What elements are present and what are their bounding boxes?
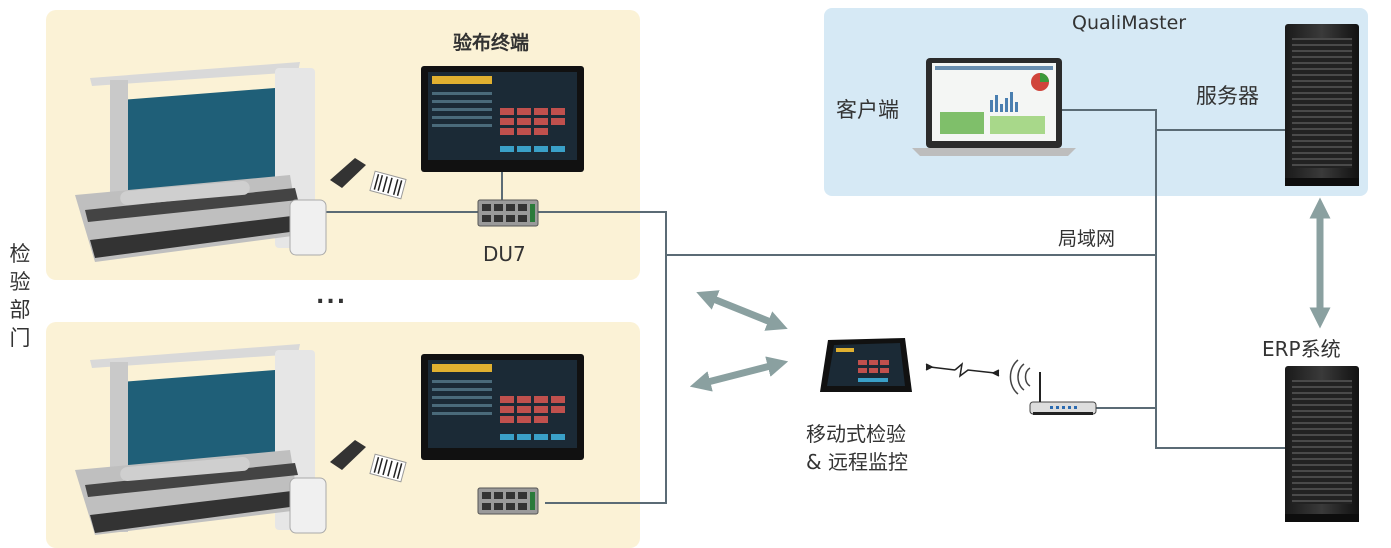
inspection-machine-icon bbox=[75, 344, 327, 535]
wireless-link-icon bbox=[925, 362, 1000, 378]
du7-module-icon bbox=[477, 199, 539, 227]
mobile-label-line1: 移动式检验 bbox=[806, 422, 906, 446]
department-char: 检 bbox=[9, 242, 31, 266]
du7-module-icon bbox=[477, 487, 539, 515]
barcode-scanner-icon bbox=[330, 440, 407, 483]
department-char: 门 bbox=[9, 326, 31, 350]
department-label: 检 验 部 门 bbox=[8, 240, 32, 352]
ellipsis-label: ... bbox=[316, 284, 348, 309]
mobile-label-line2: & 远程监控 bbox=[806, 450, 908, 474]
terminal-label: 验布终端 bbox=[453, 32, 530, 54]
du7-label: DU7 bbox=[483, 242, 526, 266]
inspection-machine-icon bbox=[75, 62, 327, 262]
server-tower-icon bbox=[1285, 24, 1359, 186]
department-char: 验 bbox=[9, 270, 31, 294]
wifi-router-icon bbox=[1009, 359, 1097, 415]
client-label: 客户端 bbox=[836, 98, 899, 122]
tablet-icon bbox=[820, 338, 912, 392]
laptop-icon bbox=[912, 58, 1076, 156]
terminal-screen-icon bbox=[421, 66, 584, 172]
terminal-screen-icon bbox=[421, 354, 584, 460]
sync-arrows bbox=[689, 197, 1331, 392]
barcode-scanner-icon bbox=[330, 158, 407, 200]
server-tower-icon bbox=[1285, 366, 1359, 522]
server-label: 服务器 bbox=[1196, 84, 1259, 108]
department-char: 部 bbox=[9, 298, 31, 322]
qualimaster-title: QualiMaster bbox=[1072, 12, 1187, 34]
erp-label: ERP系统 bbox=[1262, 337, 1341, 361]
lan-label: 局域网 bbox=[1058, 228, 1116, 250]
